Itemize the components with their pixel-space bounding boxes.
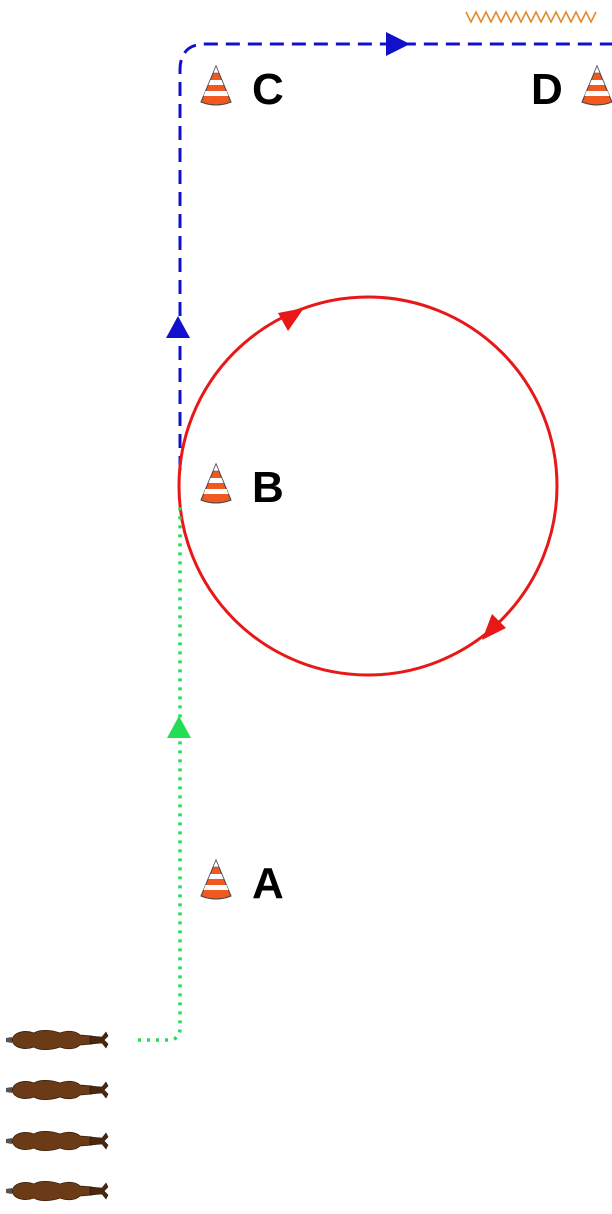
horse-icon bbox=[5, 1029, 109, 1051]
red-arrow-bottom-icon bbox=[482, 614, 506, 640]
green-dotted-path bbox=[138, 505, 182, 1042]
red-arrow-top-icon bbox=[278, 308, 304, 331]
cone-label-c: C bbox=[252, 65, 284, 114]
traffic-cone-icon bbox=[581, 65, 612, 106]
fence-icon bbox=[465, 10, 597, 24]
cone-label-d: D bbox=[531, 65, 563, 114]
traffic-cone-icon bbox=[200, 65, 232, 106]
blue-arrow-right-icon bbox=[386, 32, 410, 56]
green-arrow-up-icon bbox=[167, 716, 191, 738]
horse-icon bbox=[5, 1079, 109, 1101]
horse-icon bbox=[5, 1180, 109, 1202]
traffic-cone-icon bbox=[200, 859, 232, 900]
traffic-cone-icon bbox=[200, 463, 232, 504]
blue-arrow-up-icon bbox=[166, 316, 190, 338]
horse-icon bbox=[5, 1130, 109, 1152]
blue-dashed-path bbox=[178, 42, 612, 470]
cone-label-a: A bbox=[252, 859, 284, 908]
red-circle-path bbox=[177, 295, 559, 677]
cone-label-b: B bbox=[252, 463, 284, 512]
